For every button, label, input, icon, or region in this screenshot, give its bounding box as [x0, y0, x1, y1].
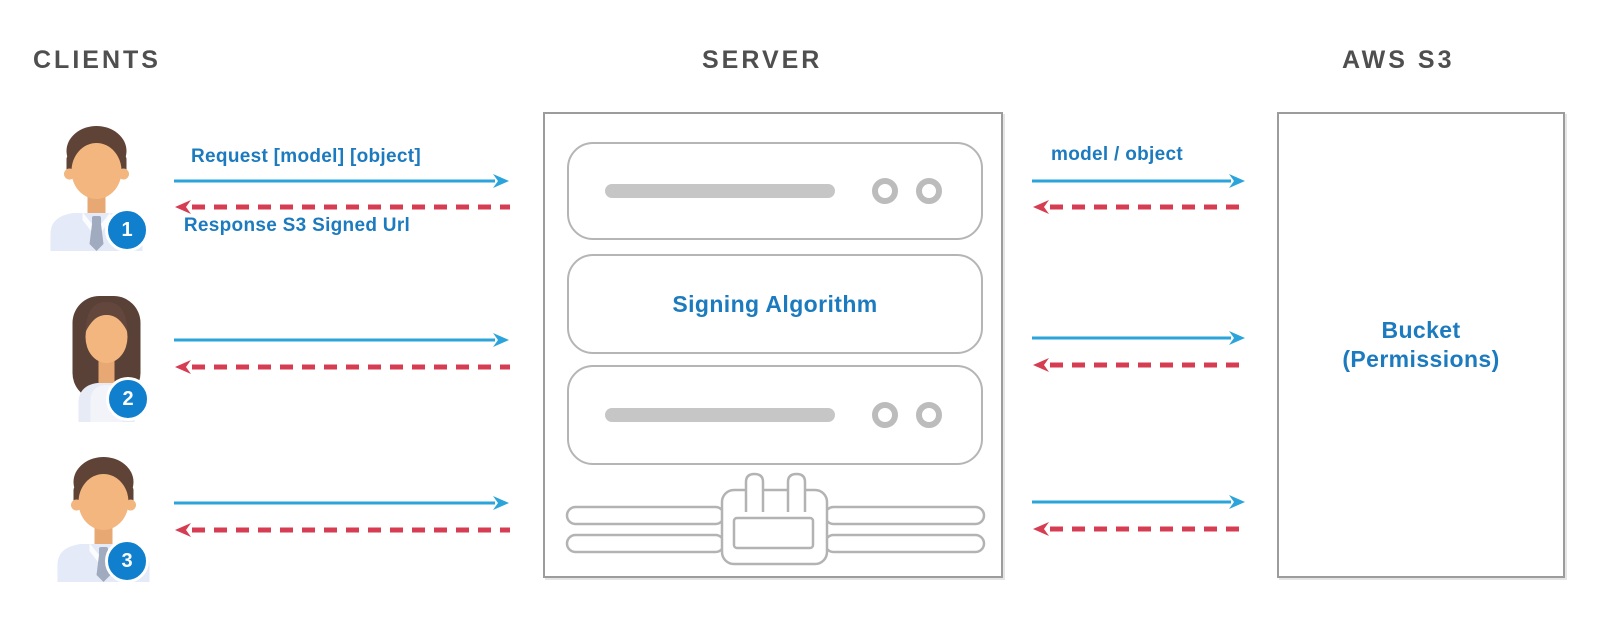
bucket-subtitle: (Permissions) — [1342, 346, 1500, 372]
server-slot-top — [567, 142, 983, 240]
server-box: Signing Algorithm — [543, 112, 1003, 578]
client-3-badge: 3 — [105, 539, 149, 583]
server-slot-bottom-bar — [605, 408, 835, 422]
client-1-avatar-icon — [50, 126, 143, 251]
client-2: 2 — [55, 288, 158, 422]
response-arrow-2 — [175, 360, 510, 374]
server-slot-bottom-led-1-icon — [872, 402, 898, 428]
client-1: 1 — [45, 117, 149, 252]
bucket-box: Bucket (Permissions) — [1277, 112, 1565, 578]
client-1-badge: 1 — [105, 208, 149, 252]
server-column-header: SERVER — [702, 46, 823, 74]
server-slot-bottom — [567, 365, 983, 465]
request-label: Request [model] [object] — [191, 146, 421, 167]
model-object-arrow-2 — [1032, 331, 1245, 345]
signing-algorithm-panel: Signing Algorithm — [567, 254, 983, 354]
bucket-title: Bucket — [1381, 317, 1461, 343]
model-object-arrow-1 — [1032, 174, 1245, 188]
client-2-badge: 2 — [106, 377, 150, 421]
s3-response-arrow-1 — [1033, 200, 1246, 214]
response-arrow-3 — [175, 523, 510, 537]
request-arrow-1 — [174, 174, 509, 188]
server-slot-top-bar — [605, 184, 835, 198]
s3-response-arrow-3 — [1033, 522, 1246, 536]
request-arrow-2 — [174, 333, 509, 347]
client-3: 3 — [52, 448, 155, 583]
s3-response-arrow-2 — [1033, 358, 1246, 372]
server-slot-bottom-led-2-icon — [916, 402, 942, 428]
model-object-arrow-3 — [1032, 495, 1245, 509]
clients-column-header: CLIENTS — [33, 46, 161, 74]
response-arrow-1 — [175, 200, 510, 214]
aws-s3-column-header: AWS S3 — [1342, 46, 1455, 74]
model-object-label: model / object — [1051, 144, 1183, 165]
server-slot-top-led-1-icon — [872, 178, 898, 204]
request-arrow-3 — [174, 496, 509, 510]
cable-plug-icon — [565, 472, 986, 566]
response-label: Response S3 Signed Url — [183, 215, 411, 236]
signing-algorithm-label: Signing Algorithm — [672, 290, 878, 317]
server-slot-top-led-2-icon — [916, 178, 942, 204]
